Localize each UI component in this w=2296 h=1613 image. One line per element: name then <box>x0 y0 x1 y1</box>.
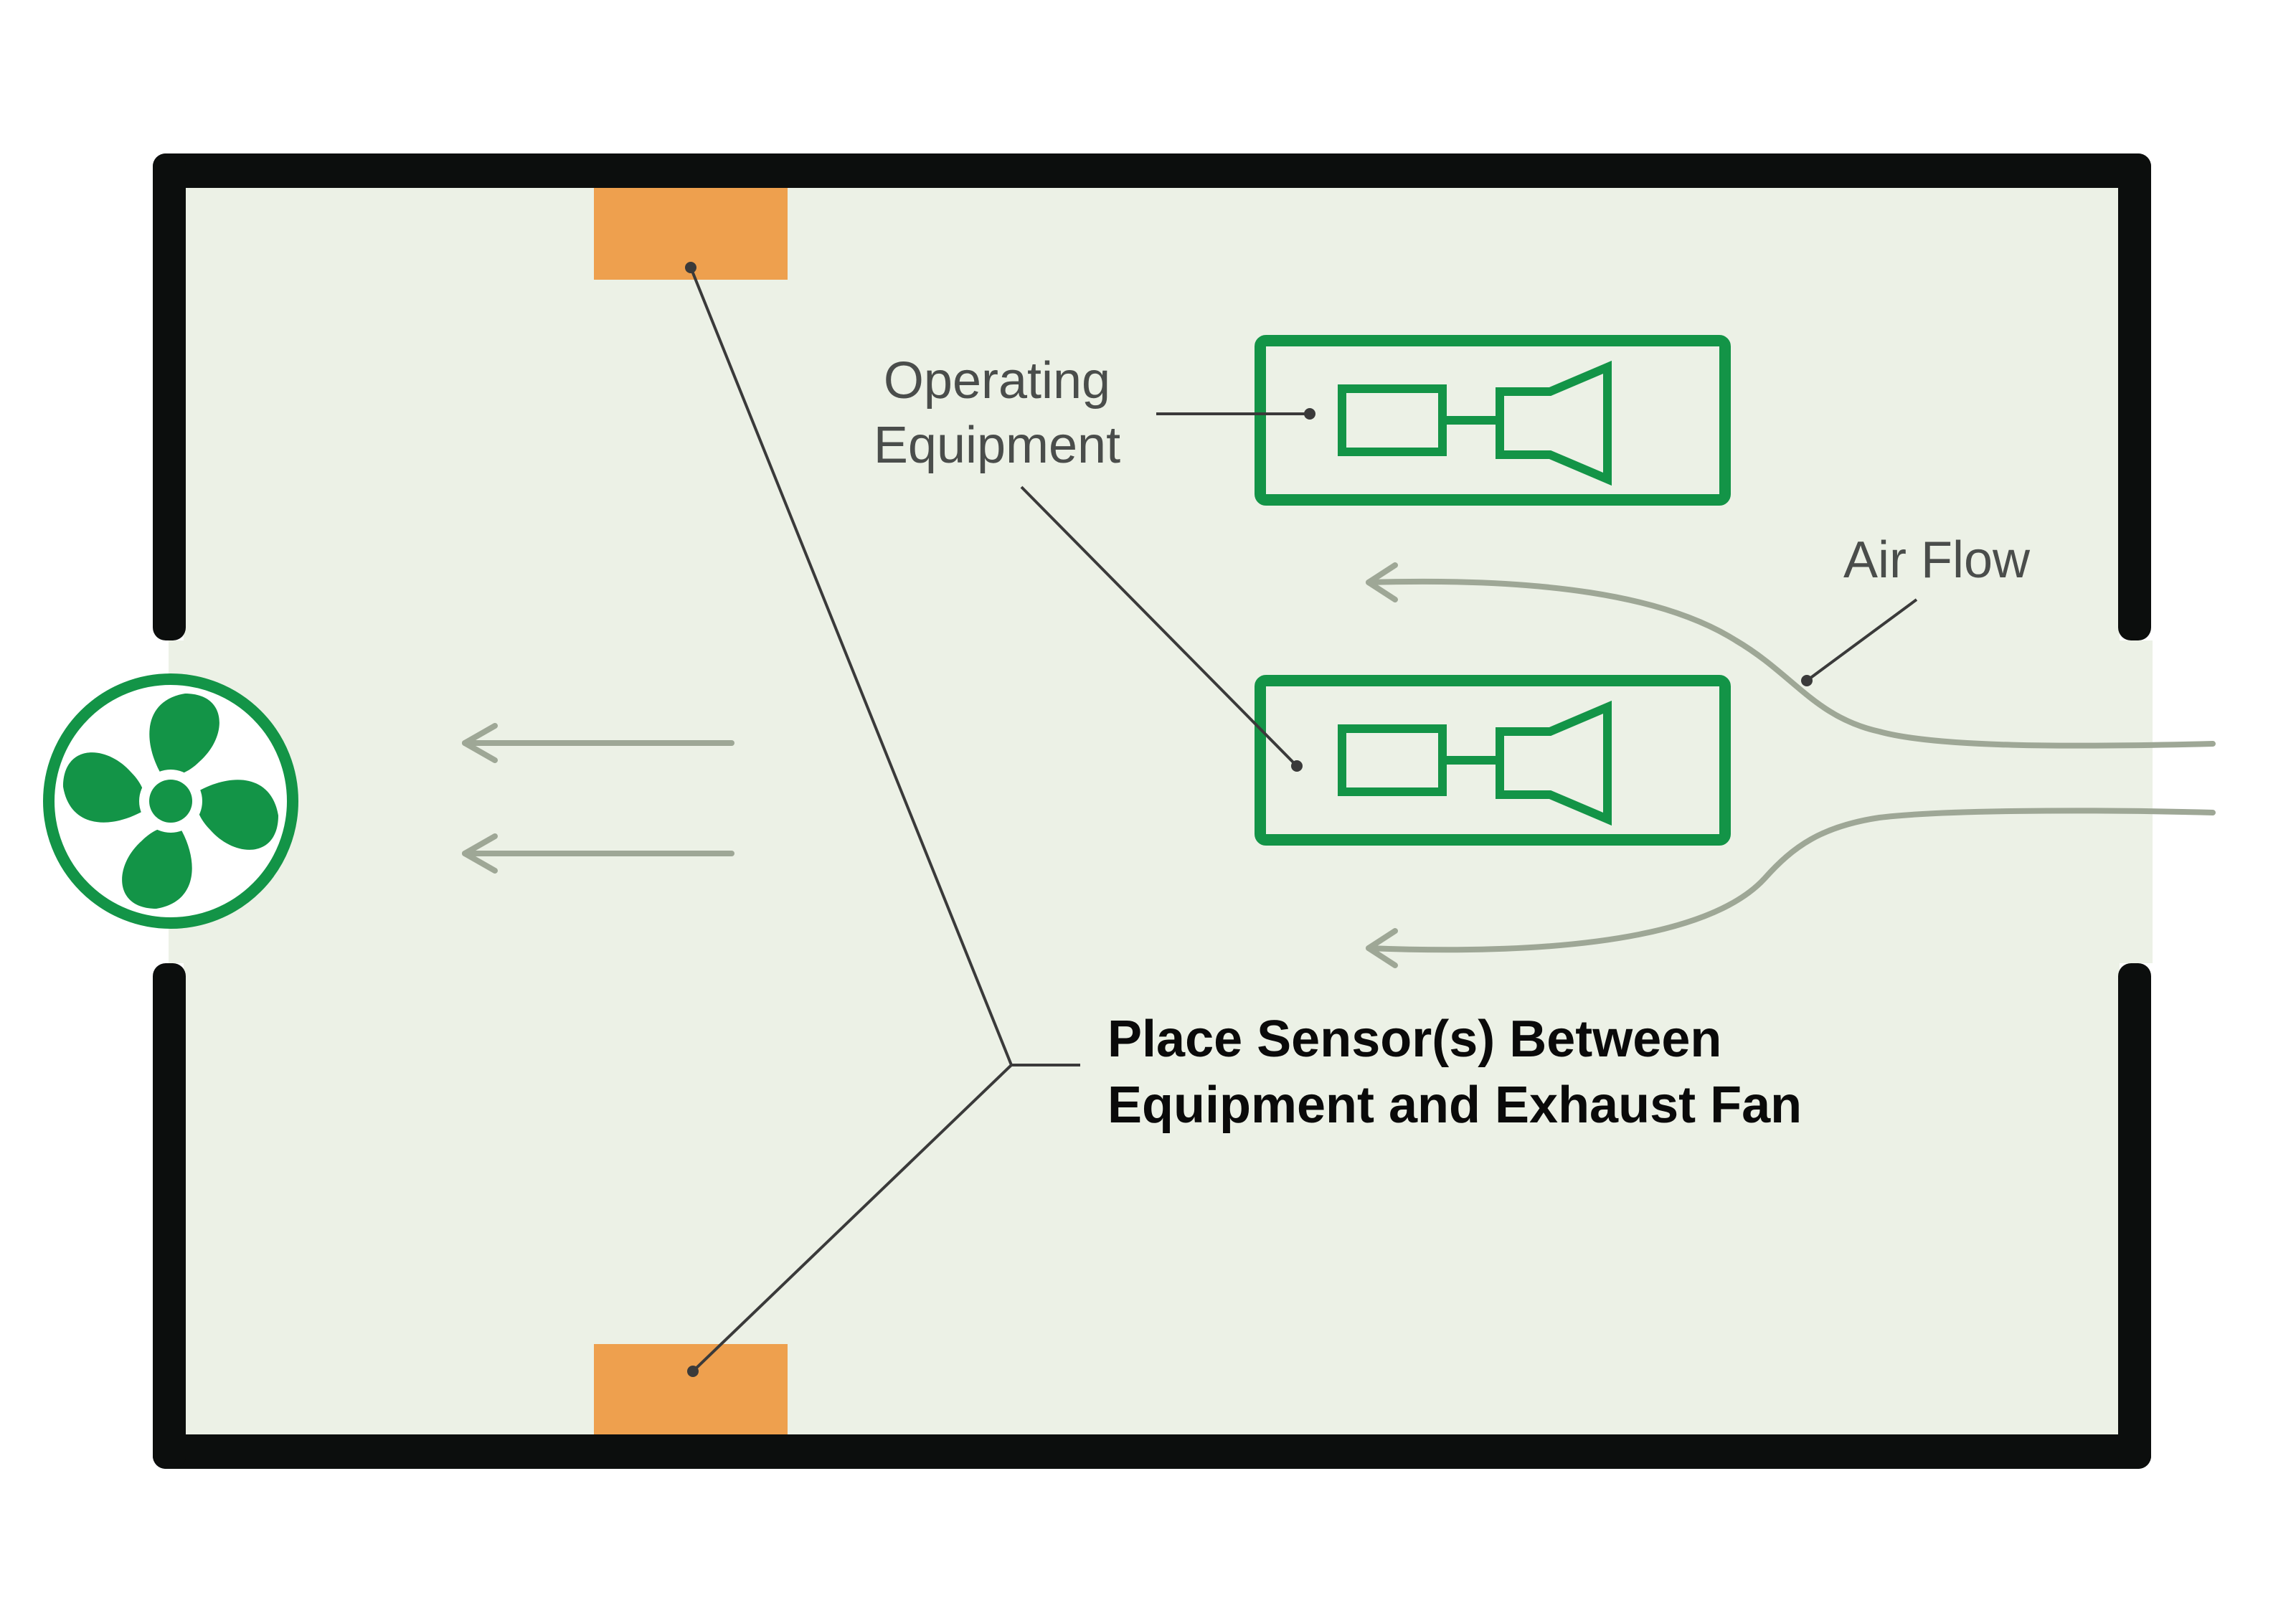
wall-bottom <box>153 1434 2151 1469</box>
leader-air-flow <box>1805 598 1918 682</box>
leader-dots <box>685 262 1813 1377</box>
sensor-bottom <box>594 1344 788 1434</box>
leader-sensor-bottom <box>691 1064 1013 1373</box>
fan-blade-top <box>149 694 219 778</box>
wall-left-upper <box>153 153 186 640</box>
label-sensor-placement-line1: Place Sensor(s) Between <box>1107 1011 1721 1068</box>
wall-right-lower <box>2118 963 2151 1469</box>
exhaust-arrow-upper <box>462 723 734 763</box>
room-floor <box>184 188 2120 1436</box>
label-air-flow: Air Flow <box>1843 531 2031 589</box>
label-operating-equipment-line1: Operating <box>884 352 1110 410</box>
exhaust-arrows <box>462 723 734 874</box>
air-flow-stream-lower <box>1366 808 2216 968</box>
room-walls <box>153 153 2151 1469</box>
right-opening-floor <box>2120 640 2153 963</box>
label-sensor-placement-line2: Equipment and Exhaust Fan <box>1107 1077 1802 1134</box>
wall-top <box>153 153 2151 188</box>
label-operating-equipment-line2: Equipment <box>874 417 1120 474</box>
leader-operating-equipment-lower <box>1020 486 1298 767</box>
equipment-unit-lower <box>1255 675 1731 846</box>
leader-lines <box>689 267 1918 1373</box>
air-flow-streams <box>1366 562 2216 968</box>
fan-icon <box>43 673 298 929</box>
air-flow-stream-upper <box>1366 562 2216 749</box>
equipment-unit-upper <box>1255 335 1731 506</box>
wall-right-upper <box>2118 153 2151 640</box>
exhaust-arrow-lower <box>462 833 734 874</box>
wall-left-lower <box>153 963 186 1469</box>
